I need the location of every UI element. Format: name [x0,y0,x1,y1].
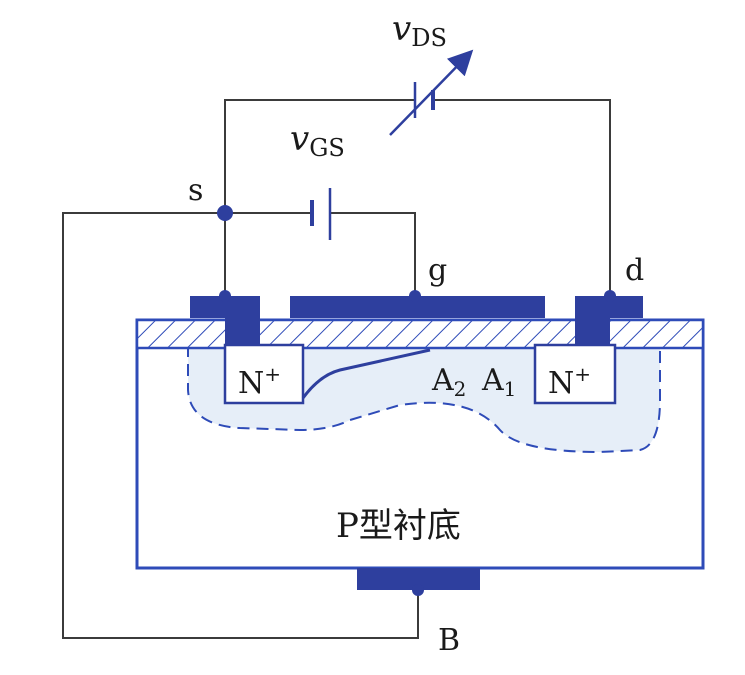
vds-label-sub: DS [411,24,447,52]
vgs-label-sub: GS [309,134,345,162]
gate-metal-contact [290,296,545,318]
n-plus-right-label: N+ [548,362,591,401]
gate-label: g [428,253,447,288]
vgs-label: vGS [290,119,345,162]
a2-sub: 2 [454,377,467,401]
circuit-wires [62,99,611,639]
inversion-channel [301,348,431,399]
a2-text: A [431,363,454,398]
substrate-label: P型衬底 [336,506,461,546]
source-metal-contact [190,296,260,318]
n-left-text: N [238,366,264,401]
body-label: B [438,623,460,658]
oxide-layer [135,318,705,350]
a1-sub: 1 [504,377,517,401]
drain-metal-contact [575,296,643,318]
source-contact-dot [219,290,231,302]
drain-via [575,318,610,346]
n-plus-left-label: N+ [238,362,281,401]
a1-label: A1 [481,363,516,401]
body-contact-dot [412,584,424,596]
vds-variable-arrow [389,49,474,136]
drain-label: d [625,253,644,288]
vgs-label-main: v [290,119,309,159]
n-right-sup: + [574,362,591,386]
vds-label: vDS [392,9,447,52]
vgs-battery [310,188,332,240]
a1-text: A [481,363,504,398]
n-right-text: N [548,366,574,401]
source-via [225,318,260,346]
gate-contact-dot [409,290,421,302]
source-label: s [188,173,203,208]
vds-label-main: v [392,9,411,49]
n-plus-source-region [223,343,305,405]
drain-contact-dot [604,290,616,302]
n-plus-drain-region [533,343,617,405]
a2-label: A2 [431,363,466,401]
source-node-dot [217,205,233,221]
vds-battery [413,82,435,118]
body-metal-contact [357,568,480,590]
n-left-sup: + [264,362,281,386]
